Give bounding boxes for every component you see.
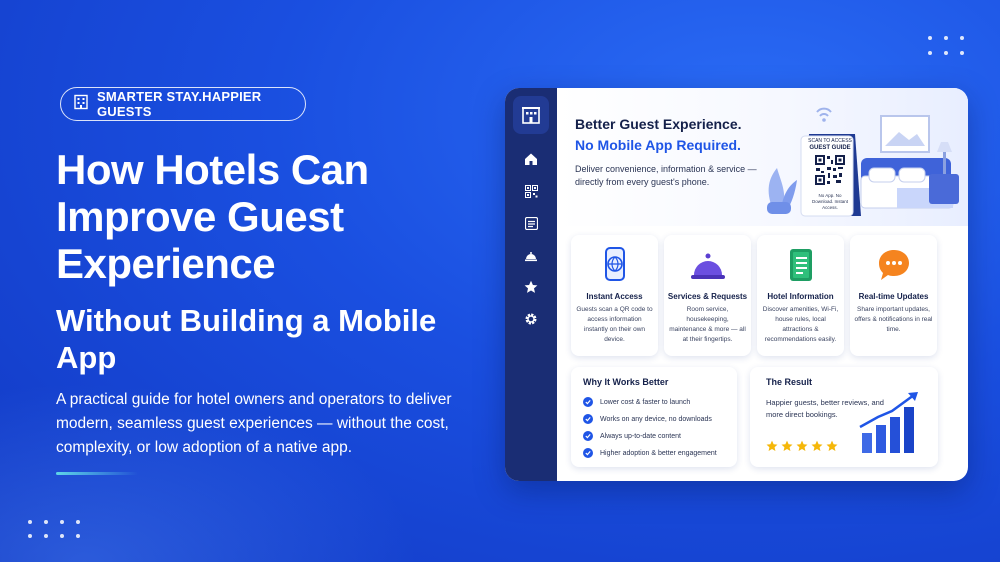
document-icon	[781, 245, 821, 285]
feature-text: Discover amenities, Wi-Fi, house rules, …	[762, 306, 839, 343]
sign-title: GUEST GUIDE	[809, 145, 851, 151]
feature-text: Room service, housekeeping, maintenance …	[669, 306, 746, 343]
result-box: The Result Happier guests, better review…	[750, 367, 938, 467]
check-icon	[583, 448, 593, 458]
building-icon	[73, 94, 89, 115]
service-bell-icon	[688, 245, 728, 285]
growth-chart-icon	[859, 392, 918, 453]
result-text: Happier guests, better reviews, and more…	[766, 398, 884, 419]
list-icon[interactable]	[522, 214, 540, 232]
hotel-room-illustration	[767, 107, 959, 217]
feature-title: Services & Requests	[667, 292, 748, 301]
list-item: Higher adoption & better engagement	[583, 448, 717, 458]
sidebar	[505, 88, 557, 481]
decorative-dots-bottom-left	[28, 520, 80, 538]
feature-card-services: Services & Requests Room service, housek…	[664, 235, 751, 356]
result-title: The Result	[766, 377, 813, 387]
list-item: Always up-to-date content	[583, 431, 681, 441]
star-icon	[766, 440, 778, 452]
hero-title-line-1: Better Guest Experience.	[575, 116, 742, 132]
main-headline: How Hotels Can Improve Guest Experience	[56, 146, 369, 287]
gear-icon[interactable]	[522, 310, 540, 328]
hero-section: Better Guest Experience. No Mobile App R…	[557, 88, 968, 226]
check-icon	[583, 397, 593, 407]
decorative-dots-top-right	[928, 36, 964, 55]
list-item: Works on any device, no downloads	[583, 414, 712, 424]
sign-subtitle: SCAN TO ACCESS	[808, 138, 852, 144]
bell-icon[interactable]	[522, 246, 540, 264]
rating-stars	[766, 440, 838, 452]
qr-code-graphic	[814, 154, 846, 186]
guest-guide-sign: SCAN TO ACCESS GUEST GUIDE No App. No Do…	[803, 138, 857, 211]
tagline-badge: SMARTER STAY.HAPPIER GUESTS	[60, 87, 306, 121]
feature-title: Hotel Information	[767, 292, 834, 301]
star-icon	[811, 440, 823, 452]
list-item: Lower cost & faster to launch	[583, 397, 690, 407]
chat-bubble-icon	[874, 245, 914, 285]
home-icon[interactable]	[522, 150, 540, 168]
hero-description: Deliver convenience, information & servi…	[575, 164, 757, 187]
check-icon	[583, 431, 593, 441]
hotel-icon[interactable]	[513, 96, 549, 134]
check-icon	[583, 414, 593, 424]
feature-text: Guests scan a QR code to access informat…	[576, 306, 653, 343]
why-it-works-box: Why It Works Better Lower cost & faster …	[571, 367, 737, 467]
accent-divider	[56, 472, 138, 475]
why-item-text: Higher adoption & better engagement	[600, 449, 717, 457]
feature-title: Instant Access	[586, 292, 643, 301]
phone-globe-icon	[595, 245, 635, 285]
star-icon	[826, 440, 838, 452]
product-mockup-panel: Better Guest Experience. No Mobile App R…	[505, 88, 968, 481]
star-icon[interactable]	[522, 278, 540, 296]
star-icon	[781, 440, 793, 452]
sub-headline: Without Building a Mobile App	[56, 303, 437, 375]
qr-code-icon[interactable]	[522, 182, 540, 200]
lead-paragraph: A practical guide for hotel owners and o…	[56, 391, 452, 456]
why-item-text: Always up-to-date content	[600, 432, 681, 440]
feature-card-instant-access: Instant Access Guests scan a QR code to …	[571, 235, 658, 356]
feature-card-hotel-info: Hotel Information Discover amenities, Wi…	[757, 235, 844, 356]
star-icon	[796, 440, 808, 452]
why-item-text: Lower cost & faster to launch	[600, 398, 691, 406]
feature-text: Share important updates, offers & notifi…	[854, 306, 933, 333]
why-title: Why It Works Better	[583, 377, 669, 387]
why-item-text: Works on any device, no downloads	[600, 415, 712, 423]
sign-footer: No App. No Download. Instant Access.	[811, 193, 849, 210]
hero-title-line-2: No Mobile App Required.	[575, 137, 741, 153]
feature-title: Real-time Updates	[858, 292, 929, 301]
feature-card-realtime: Real-time Updates Share important update…	[850, 235, 937, 356]
tagline-text: SMARTER STAY.HAPPIER GUESTS	[97, 89, 262, 119]
